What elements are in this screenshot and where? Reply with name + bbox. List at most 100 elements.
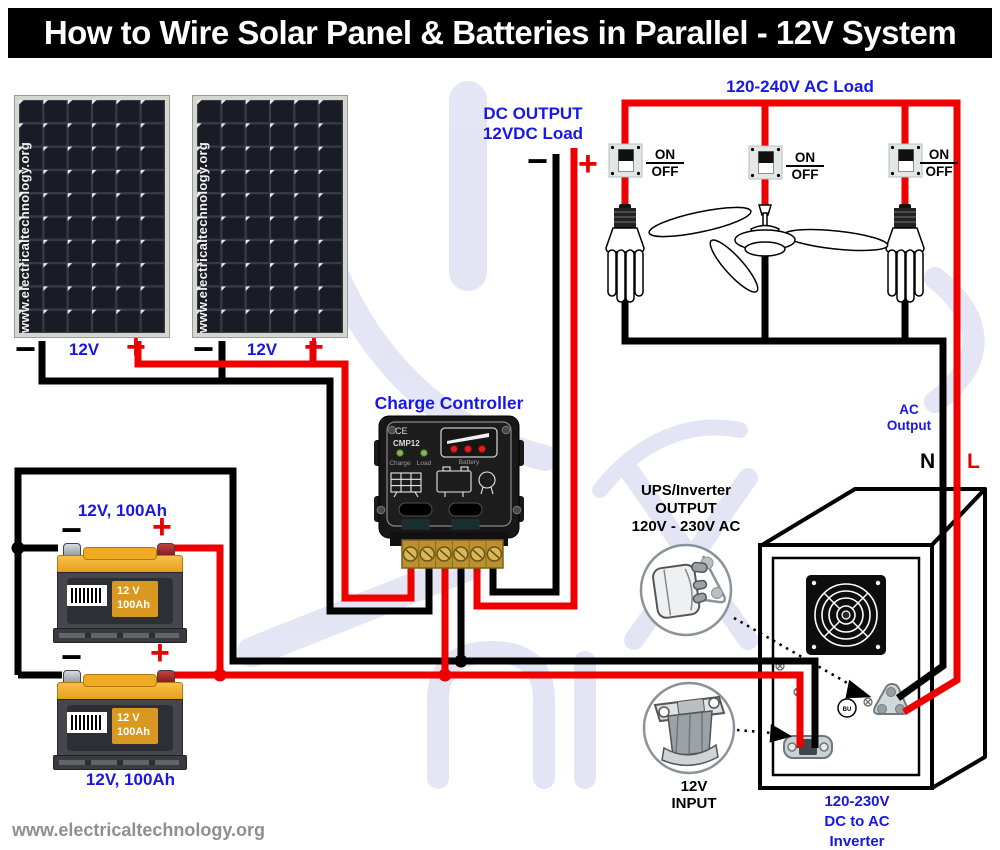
switch2-off-label: OFF: [791, 167, 819, 182]
ceiling-fan: [648, 204, 889, 293]
inverter-line3: Inverter: [829, 833, 885, 850]
controller-model: CMP12: [393, 439, 420, 448]
battery1-minus-sign: −: [61, 509, 83, 550]
dc-socket-illustration: [653, 695, 726, 766]
switch3-off-label: OFF: [925, 164, 953, 179]
charge-led: [396, 449, 404, 457]
dc-output-line1: DC OUTPUT: [483, 104, 583, 123]
neutral-label: N: [920, 450, 936, 473]
inverter-label: 120-230V DC to AC Inverter: [797, 792, 917, 850]
dc-output-plus-sign: +: [578, 145, 598, 183]
solar-panel-icon: [390, 472, 422, 493]
inverter-button-label: BU: [843, 707, 852, 713]
wire-battery-negative-bus: [14, 467, 819, 748]
controller-ce-mark: CE: [395, 426, 408, 436]
battery2-plate-line1: 12 V: [117, 712, 140, 724]
ups-output-line1: UPS/Inverter: [640, 482, 732, 499]
battery2-plate: 12 V 100Ah: [112, 708, 158, 744]
battery2-plate-line2: 100Ah: [117, 726, 151, 738]
dc-input-callout: [642, 681, 736, 775]
battery1-barcode: [67, 585, 107, 606]
switch1-off-label: OFF: [651, 164, 679, 179]
dc-output-label: DC OUTPUT 12VDC Load: [470, 104, 596, 144]
dc-output-minus-sign: −: [527, 140, 549, 181]
battery2-body: 12 V 100Ah: [57, 699, 183, 758]
inverter-front-inner-frame: [771, 556, 921, 777]
battery2-minus-sign: −: [61, 636, 83, 677]
panel2-plus-sign: +: [304, 328, 324, 366]
wire-dc-output-positive: [473, 148, 578, 610]
solar-panel-2: www.electricaltechnology.org: [192, 95, 348, 338]
switch3-on-label: ON: [920, 147, 958, 164]
ac-output-line2: Output: [886, 418, 932, 433]
load-led-label: Load: [417, 460, 432, 467]
battery1-base: [53, 628, 187, 643]
wire-ac-neutral: [621, 337, 947, 701]
plug-illustration: [652, 561, 708, 619]
switch2-onoff-label: ON OFF: [786, 150, 824, 182]
battery-1: 12 V 100Ah: [53, 543, 187, 643]
inverter-line2: DC to AC: [824, 813, 890, 830]
ups-output-line3: 120V - 230V AC: [631, 518, 741, 535]
lamp-icon: [478, 471, 496, 489]
battery1-plate-line2: 100Ah: [117, 599, 151, 611]
charge-controller-title: Charge Controller: [374, 393, 524, 413]
panel-watermark-text: www.electricaltechnology.org: [195, 141, 210, 333]
battery2-handle: [83, 674, 157, 687]
controller-icons: [390, 466, 496, 498]
cfl-lamp-1: [605, 204, 645, 303]
panel-watermark-text: www.electricaltechnology.org: [17, 141, 32, 333]
title-bar: How to Wire Solar Panel & Batteries in P…: [8, 8, 992, 58]
live-label: L: [967, 450, 980, 473]
battery-2: 12 V 100Ah: [53, 670, 187, 770]
wire-ac-live: [621, 99, 961, 715]
load-led: [420, 449, 428, 457]
ac-output-line1: AC: [899, 402, 919, 417]
switch-1: [608, 143, 643, 178]
callout-arrows: [733, 616, 872, 743]
ups-output-callout: [639, 543, 733, 637]
ups-output-line2: OUTPUT: [655, 500, 717, 517]
dc-input-line2: INPUT: [671, 795, 717, 812]
battery2-barcode: [67, 712, 107, 733]
inverter-line1: 120-230V: [824, 793, 890, 810]
dc-input-label: 12V INPUT: [662, 778, 726, 812]
controller-screws: [376, 425, 522, 515]
wire-battery-positive-bus: [168, 671, 804, 748]
switch3-onoff-label: ON OFF: [920, 147, 958, 179]
wire-solar-negative: [38, 341, 433, 615]
panel1-voltage-label: 12V: [68, 340, 100, 359]
arrow-ups-output: [733, 616, 857, 690]
charge-controller: CE CMP12 Charge Load Battery: [374, 415, 524, 569]
dc-output-line2: 12VDC Load: [482, 124, 584, 143]
cfl-lamp-2: [885, 204, 925, 303]
inverter-fan: [806, 575, 886, 655]
wire-solar-positive: [134, 341, 415, 602]
dc-input-line1: 12V: [680, 778, 708, 795]
wire-battery1-positive: [168, 544, 224, 675]
ac-load-label: 120-240V AC Load: [726, 77, 874, 96]
switch2-on-label: ON: [786, 150, 824, 167]
panel2-minus-sign: −: [193, 328, 215, 369]
battery1-body: 12 V 100Ah: [57, 572, 183, 631]
ac-output-socket: [873, 682, 909, 715]
solar-panel-1: www.electricaltechnology.org: [14, 95, 170, 338]
switch-3: [888, 143, 923, 178]
battery-meter-label: Battery: [459, 459, 480, 466]
battery2-label: 12V, 100Ah: [85, 770, 176, 789]
panel1-plus-sign: +: [126, 328, 146, 366]
switch1-on-label: ON: [646, 147, 684, 164]
ac-output-label: AC Output: [880, 402, 938, 434]
battery1-plate-line1: 12 V: [117, 585, 140, 597]
page-title: How to Wire Solar Panel & Batteries in P…: [43, 14, 957, 51]
battery2-base: [53, 755, 187, 770]
panel1-minus-sign: −: [15, 328, 37, 369]
controller-terminal-block: [401, 539, 504, 569]
battery1-plate: 12 V 100Ah: [112, 581, 158, 617]
panel2-voltage-label: 12V: [246, 340, 278, 359]
battery1-plus-sign: +: [152, 508, 172, 546]
junction-dots: [11, 541, 468, 682]
